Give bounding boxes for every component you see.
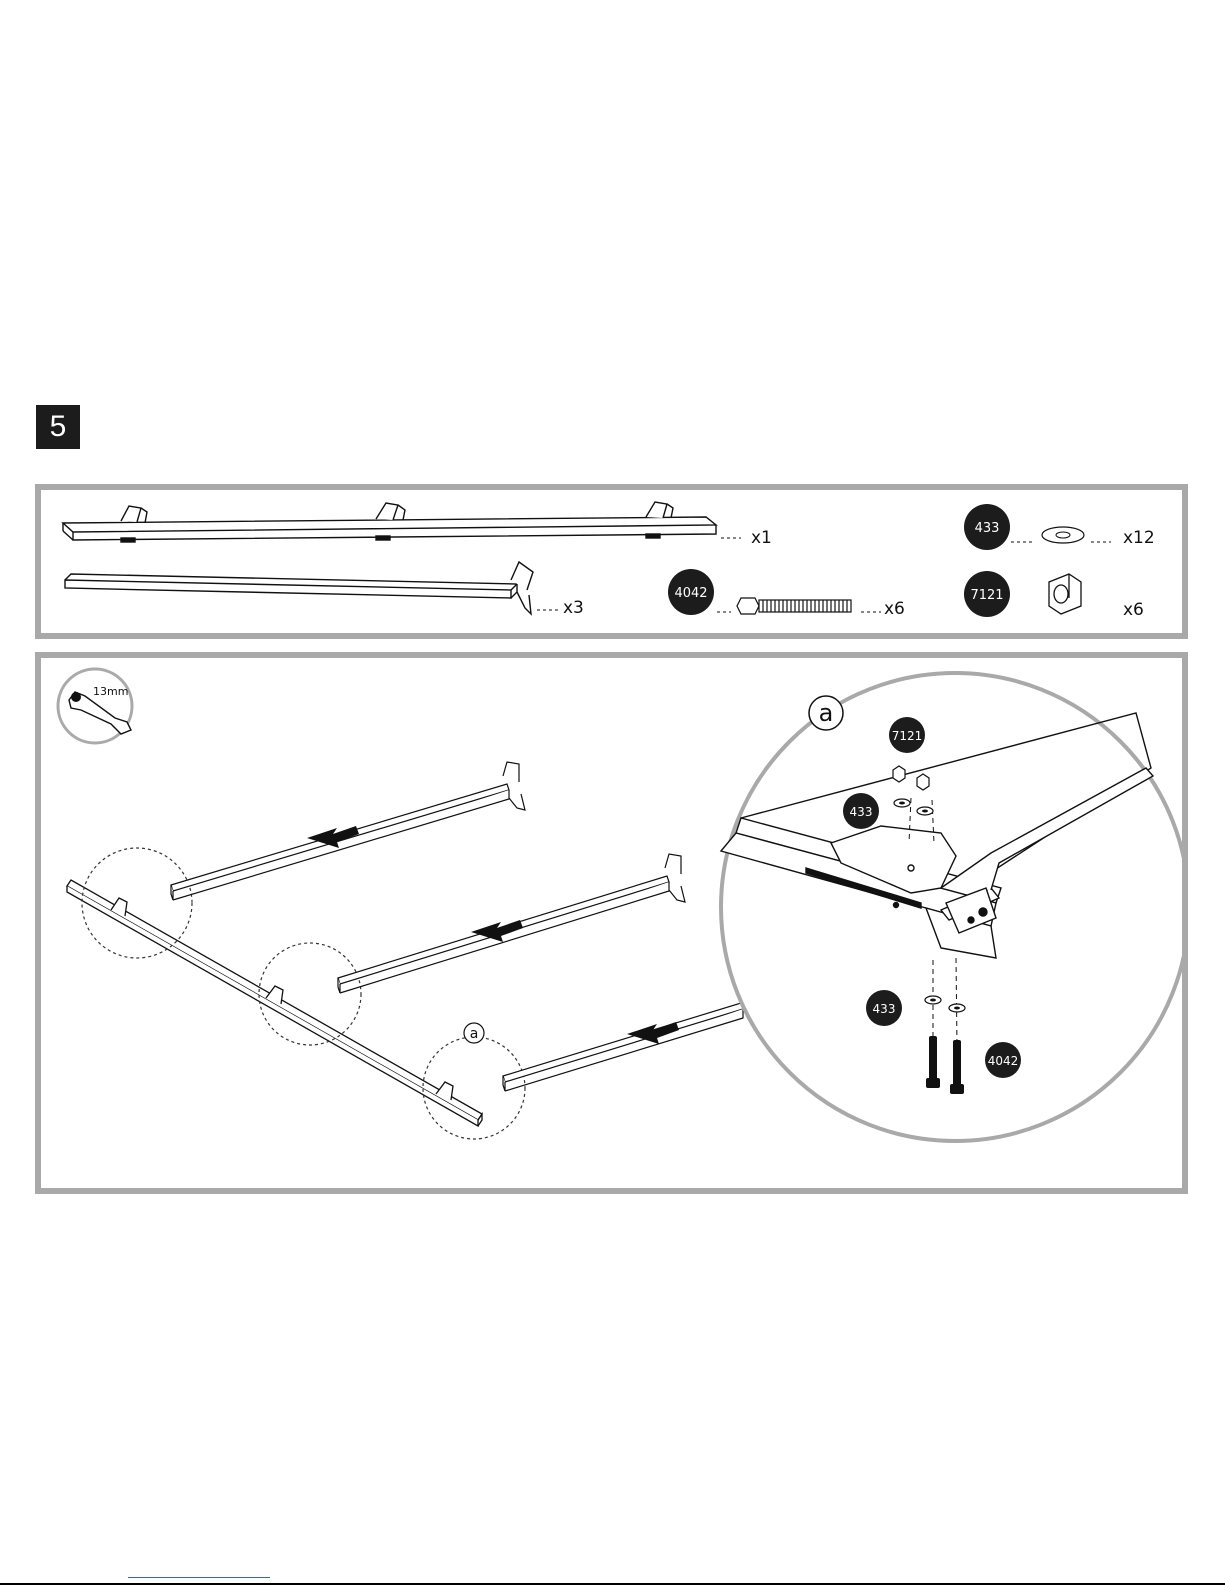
- detail-washer-top-code: 433: [850, 805, 873, 819]
- wrench-tool-icon: 13mm: [58, 669, 132, 743]
- parts-drawing: x1 x3 4042 x6 433 x12: [41, 490, 1182, 633]
- cross-bar-qty: x3: [563, 598, 584, 618]
- bolt-part: [737, 598, 851, 614]
- washer-qty: x12: [1123, 528, 1155, 548]
- detail-label: a: [819, 699, 834, 727]
- washer-part: [1042, 527, 1084, 543]
- nut-qty: x6: [1123, 600, 1144, 620]
- nut-part: [1049, 574, 1081, 614]
- detail-bolt-code: 4042: [988, 1054, 1019, 1068]
- cross-bar-3: [503, 1003, 743, 1091]
- detail-nut-code: 7121: [892, 729, 923, 743]
- cross-bar-part: [65, 562, 533, 614]
- detail-view-a: a: [721, 673, 1182, 1141]
- long-rail-part: [63, 502, 716, 542]
- bolt-code: 4042: [674, 586, 707, 601]
- parts-list-panel: x1 x3 4042 x6 433 x12: [35, 484, 1188, 639]
- callout-a-label: a: [470, 1026, 479, 1042]
- step-number-badge: 5: [36, 405, 80, 449]
- long-rail-qty: x1: [751, 528, 772, 548]
- detail-washer-bottom-code: 433: [873, 1002, 896, 1016]
- footer-link-underline: [128, 1577, 270, 1578]
- main-rail: [67, 880, 482, 1126]
- wrench-size: 13mm: [93, 685, 128, 698]
- nut-code: 7121: [970, 588, 1003, 603]
- assembly-drawing: 13mm a: [41, 658, 1182, 1188]
- assembly-panel: 13mm a: [35, 652, 1188, 1194]
- washer-code: 433: [975, 521, 1000, 536]
- bolt-qty: x6: [884, 599, 905, 619]
